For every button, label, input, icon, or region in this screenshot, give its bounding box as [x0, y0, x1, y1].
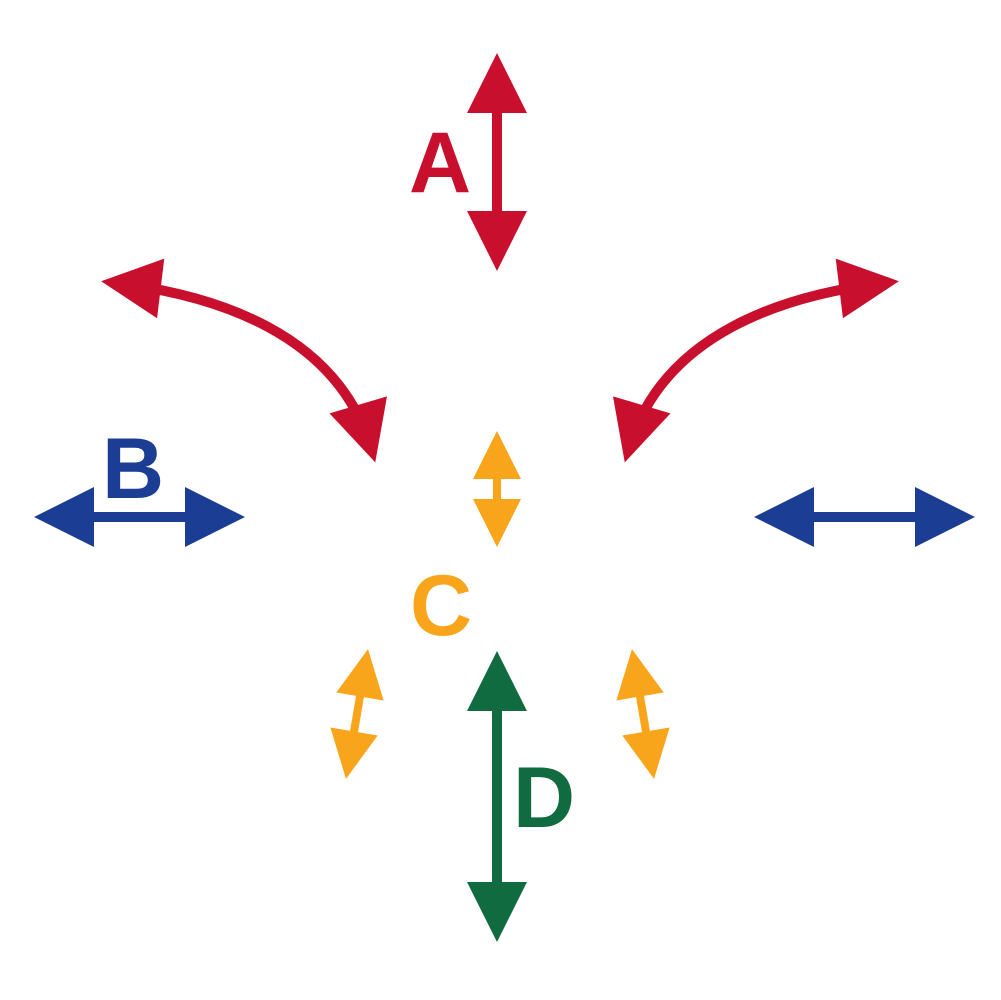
label-b: B — [102, 421, 164, 517]
arrow-c-gold-bottom-left — [330, 649, 384, 779]
label-d: D — [513, 750, 575, 846]
arrow-curved-red-right — [613, 258, 899, 463]
label-a: A — [409, 115, 471, 211]
arrow-c-gold-bottom-right — [616, 649, 670, 779]
arrow-curved-red-left — [101, 258, 387, 463]
label-c: C — [410, 558, 472, 654]
